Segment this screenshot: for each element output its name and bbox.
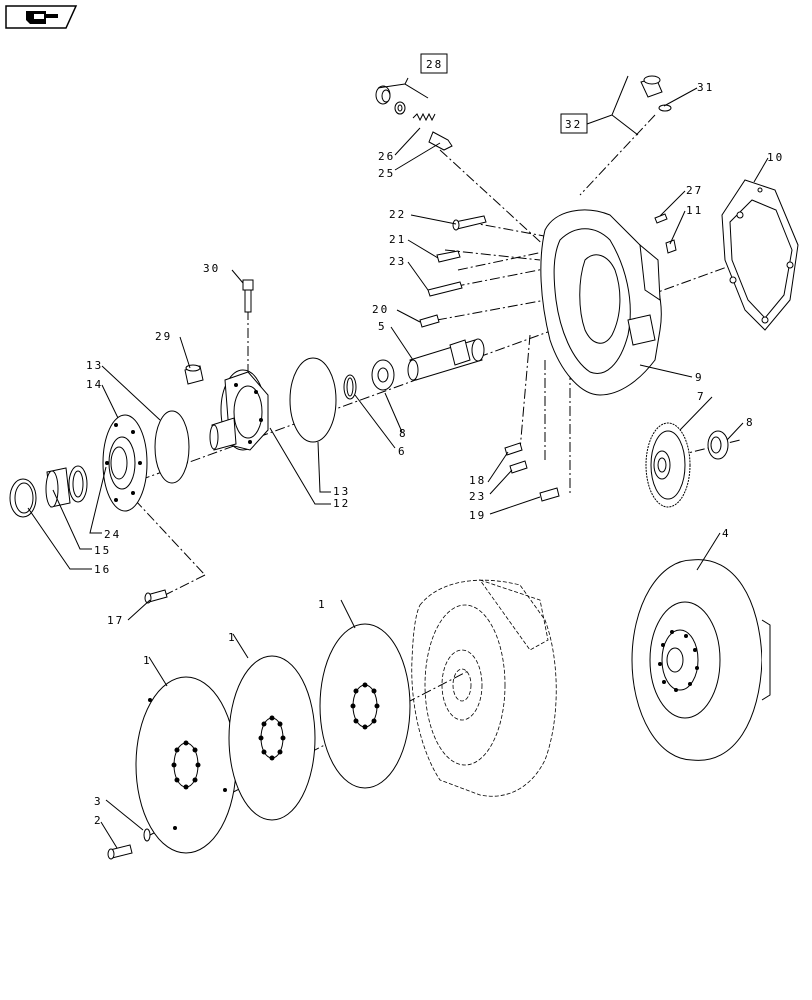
leader-lines: [27, 75, 769, 849]
callout-10[interactable]: 10: [767, 151, 784, 164]
callout-26[interactable]: 26: [378, 150, 395, 163]
callout-27[interactable]: 27: [686, 184, 703, 197]
screw-part-20: [419, 314, 440, 328]
callout-30[interactable]: 30: [203, 262, 220, 275]
seal-part-24: [68, 465, 88, 503]
screw-part-23-lower: [509, 460, 528, 474]
screw-part-2: [107, 844, 133, 860]
screw-part-21: [436, 250, 461, 263]
flex-plate-part-1-a: [135, 676, 237, 854]
bolt-part-30: [242, 279, 254, 313]
sleeve-part-15: [45, 467, 71, 508]
callout-11[interactable]: 11: [686, 204, 703, 217]
ring-part-16: [9, 478, 37, 518]
callout-19[interactable]: 19: [469, 509, 486, 522]
callout-12[interactable]: 12: [333, 497, 350, 510]
callout-15[interactable]: 15: [94, 544, 111, 557]
o-ring-part-13-right: [289, 357, 337, 443]
flex-plate-part-1-c: [319, 623, 411, 789]
callout-28-box[interactable]: 28: [420, 53, 448, 74]
callout-23-lower[interactable]: 23: [469, 490, 486, 503]
callout-20[interactable]: 20: [372, 303, 389, 316]
callout-18[interactable]: 18: [469, 474, 486, 487]
pump-body-part-12: [209, 369, 269, 451]
plunger-part-25: [428, 131, 453, 151]
pin-part-27: [654, 213, 668, 224]
callout-13-left[interactable]: 13: [86, 359, 103, 372]
screw-part-18: [504, 442, 523, 456]
callout-5[interactable]: 5: [378, 320, 387, 333]
screw-part-17: [144, 589, 168, 604]
hand-pointer-icon: [26, 11, 58, 24]
gasket-part-10: [721, 179, 799, 331]
bearing-part-8-right: [707, 430, 729, 460]
callout-17[interactable]: 17: [107, 614, 124, 627]
callout-1-right[interactable]: 1: [318, 598, 327, 611]
callout-7[interactable]: 7: [697, 390, 706, 403]
cover-plate-part-14: [102, 414, 148, 512]
callout-1-left[interactable]: 1: [143, 654, 152, 667]
callout-31[interactable]: 31: [697, 81, 714, 94]
callout-21[interactable]: 21: [389, 233, 406, 246]
snap-ring-part-6: [343, 374, 357, 400]
callout-9[interactable]: 9: [695, 371, 704, 384]
washer-part-3: [143, 828, 151, 842]
callout-22[interactable]: 22: [389, 208, 406, 221]
plug-part-31: [640, 75, 672, 112]
callout-2[interactable]: 2: [94, 814, 103, 827]
dowel-part-29: [184, 364, 204, 385]
callout-32-box[interactable]: 32: [560, 113, 588, 134]
bearing-part-8-left: [371, 359, 395, 391]
nav-button[interactable]: [5, 5, 78, 29]
callout-24[interactable]: 24: [104, 528, 121, 541]
spring-part-26: [412, 112, 436, 122]
callout-1-middle[interactable]: 1: [228, 631, 237, 644]
torque-converter-part-4: [631, 559, 771, 761]
callout-23-upper[interactable]: 23: [389, 255, 406, 268]
cap-part-28: [375, 85, 391, 105]
callout-25[interactable]: 25: [378, 167, 395, 180]
callout-28: 28: [426, 58, 443, 71]
screw-part-22: [452, 215, 487, 231]
flex-plate-part-1-b: [228, 655, 316, 821]
callout-14[interactable]: 14: [86, 378, 103, 391]
callout-16[interactable]: 16: [94, 563, 111, 576]
callout-4[interactable]: 4: [722, 527, 731, 540]
callout-13-right[interactable]: 13: [333, 485, 350, 498]
callout-3[interactable]: 3: [94, 795, 103, 808]
callout-8-left[interactable]: 8: [399, 427, 408, 440]
flywheel-housing-phantom: [411, 579, 557, 797]
callout-32: 32: [565, 118, 582, 131]
screw-part-23-upper: [427, 281, 463, 297]
callout-29[interactable]: 29: [155, 330, 172, 343]
shaft-part-5: [407, 338, 485, 381]
o-ring-part-13-left: [154, 410, 190, 484]
housing-part-9: [540, 209, 662, 396]
callout-6[interactable]: 6: [398, 445, 407, 458]
callout-8-right[interactable]: 8: [746, 416, 755, 429]
washer-part: [394, 101, 406, 115]
screw-part-19: [539, 487, 560, 502]
gear-part-7: [645, 422, 691, 508]
